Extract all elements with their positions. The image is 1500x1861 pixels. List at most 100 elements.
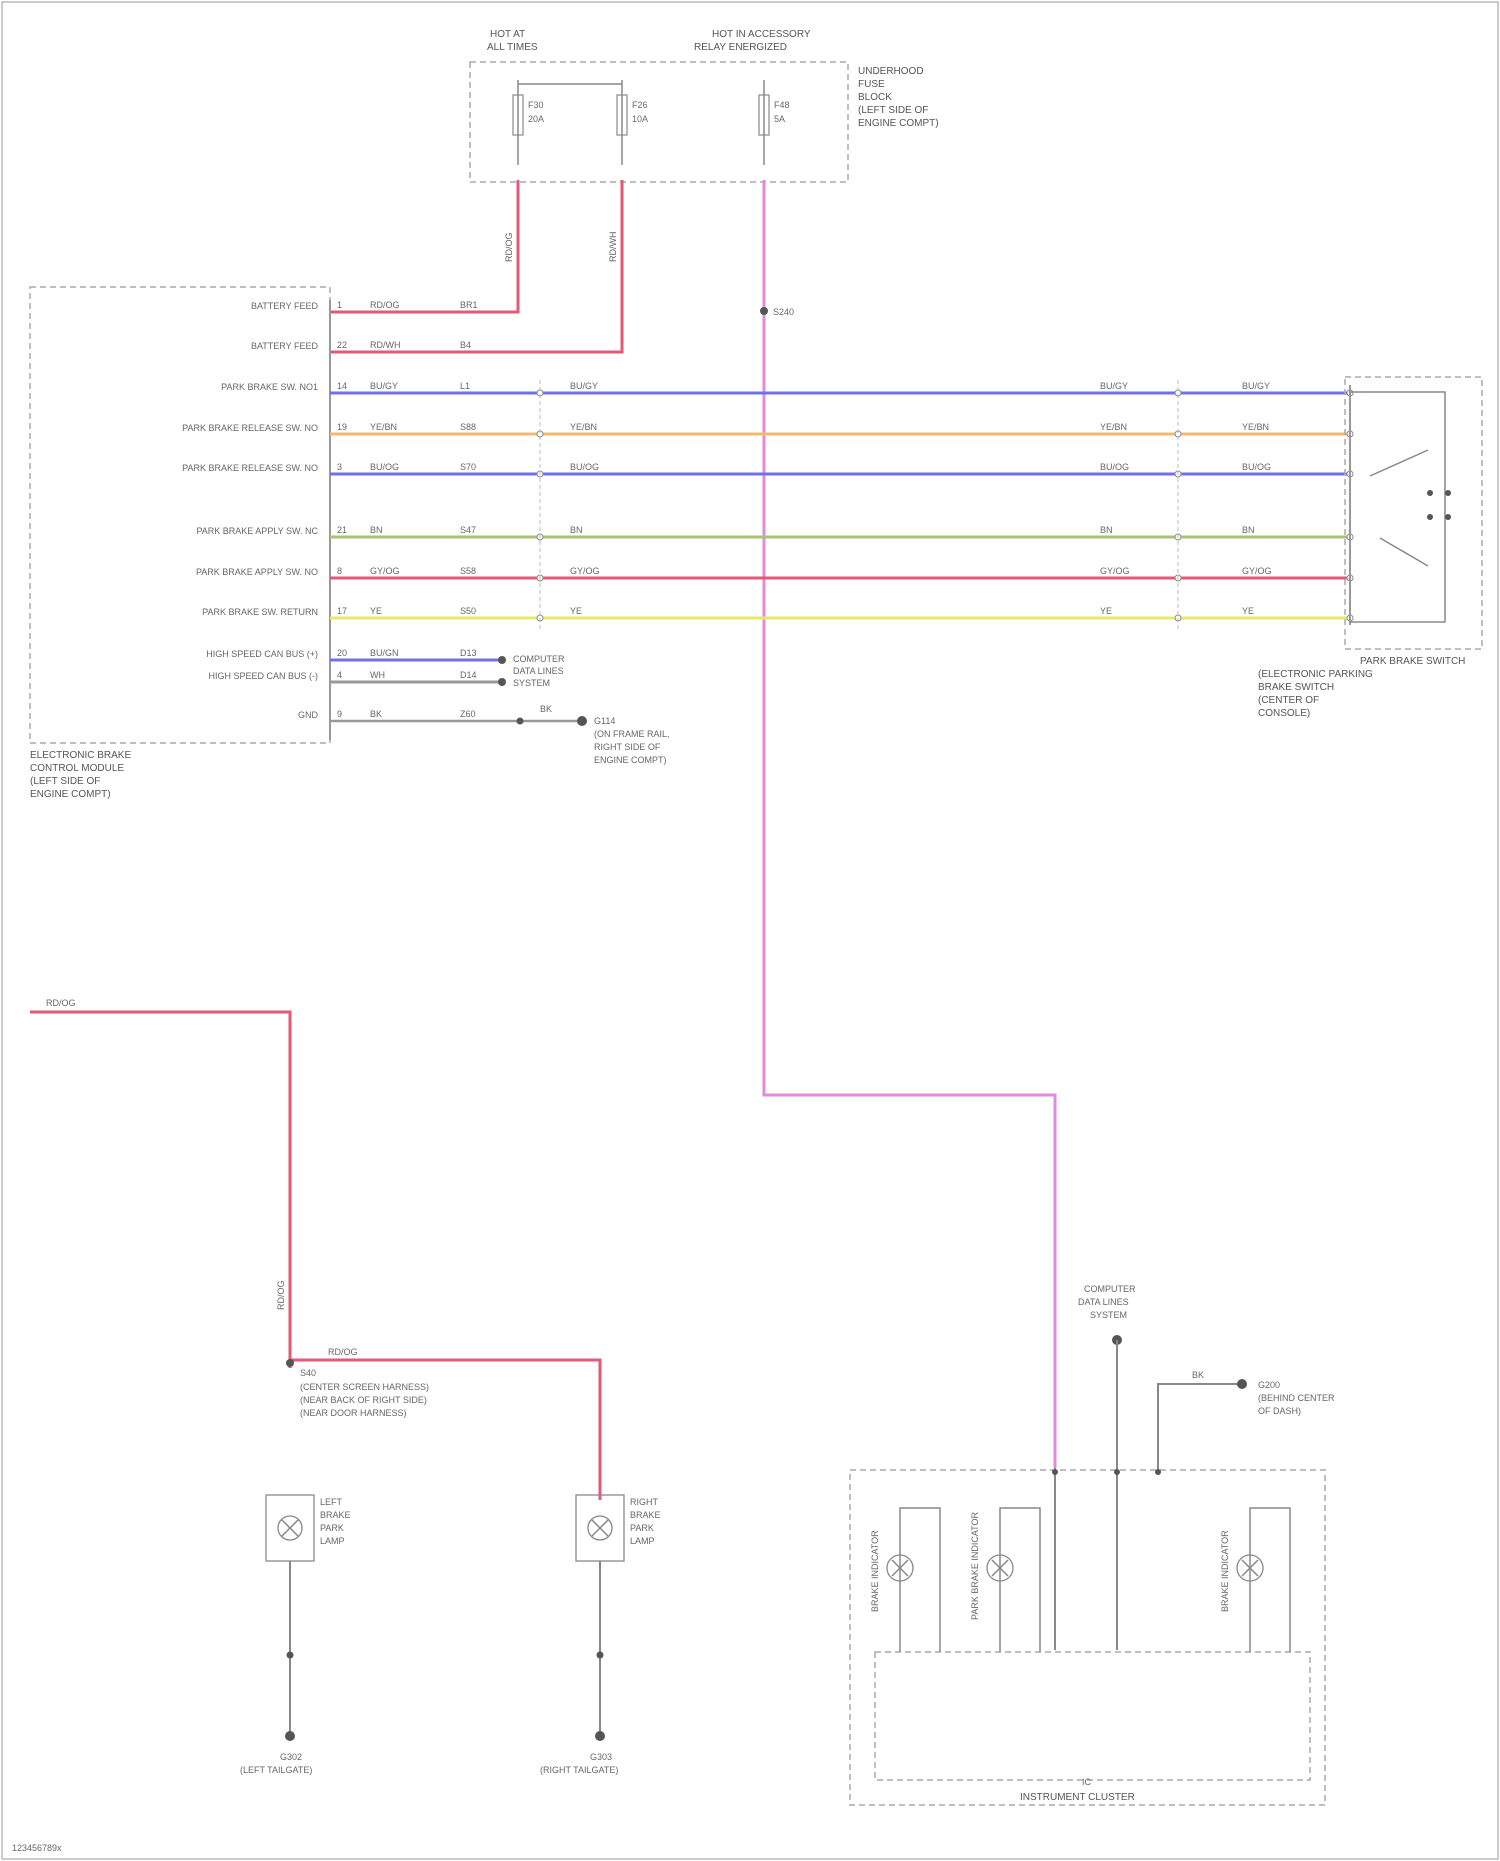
module-pin-label: PARK BRAKE APPLY SW. NO [196, 567, 318, 577]
harness-wire-label: BN [1100, 525, 1113, 535]
module-pin-wire: YE [370, 606, 382, 616]
harness-wire-label: BU/OG [570, 462, 599, 472]
module-pin-label: PARK BRAKE RELEASE SW. NO [182, 463, 318, 473]
svg-text:(RIGHT TAILGATE): (RIGHT TAILGATE) [540, 1765, 618, 1775]
wire-red-1-vlabel: RD/OG [504, 232, 514, 262]
svg-text:COMPUTER: COMPUTER [513, 654, 565, 664]
svg-text:G303: G303 [590, 1752, 612, 1762]
harness-wire-label: BU/OG [1242, 462, 1271, 472]
module-pin-wire: BU/GY [370, 381, 398, 391]
module-pin-label: BATTERY FEED [251, 341, 319, 351]
fuse-panel: HOT AT ALL TIMES HOT IN ACCESSORY RELAY … [470, 29, 939, 182]
cluster-ground-wire: BK [1192, 1370, 1204, 1380]
svg-text:BLOCK: BLOCK [858, 92, 892, 103]
cluster-box [850, 1470, 1325, 1805]
module-pin-wire: BN [370, 525, 383, 535]
harness-wire-label: GY/OG [1100, 566, 1130, 576]
brake-lamp-circuit: RD/OG RD/OG RD/OG S40 (CENTER SCREEN HAR… [30, 998, 661, 1775]
can-connector [498, 678, 506, 686]
can-note: COMPUTER DATA LINES SYSTEM [513, 654, 565, 688]
module-pin-wire: WH [370, 670, 385, 680]
splice-s40 [286, 1359, 294, 1367]
module-pin-number: 9 [337, 709, 342, 719]
wire-red-2-vlabel: RD/WH [608, 232, 618, 263]
wire-red-2 [330, 180, 622, 352]
module-pin-label: PARK BRAKE RELEASE SW. NO [182, 423, 318, 433]
harness-wire-label: YE/BN [1100, 422, 1127, 432]
module-pin-row: PARK BRAKE RELEASE SW. NO 19 YE/BN S88 YE/BN… [182, 422, 1353, 437]
module-pin-row: HIGH SPEED CAN BUS (-)4WHD14 [208, 670, 506, 686]
brake-indicator-bulb-2: BRAKE INDICATOR [1220, 1508, 1290, 1652]
svg-text:(NEAR BACK OF RIGHT SIDE): (NEAR BACK OF RIGHT SIDE) [300, 1395, 427, 1405]
module-pin-circuit: S88 [460, 422, 476, 432]
fuse-left-header-2: ALL TIMES [487, 42, 538, 53]
svg-text:DATA LINES: DATA LINES [1078, 1297, 1129, 1307]
module-ground-caption: G114 (ON FRAME RAIL, RIGHT SIDE OF ENGIN… [594, 716, 670, 765]
wire-lamp-feed [30, 1012, 290, 1368]
module-pin-label: PARK BRAKE SW. RETURN [202, 607, 318, 617]
module-pin-number: 20 [337, 648, 347, 658]
module-pin-circuit: Z60 [460, 709, 476, 719]
svg-text:CONSOLE): CONSOLE) [1258, 708, 1310, 719]
module-pin-label: BATTERY FEED [251, 301, 319, 311]
module-pin-circuit: D13 [460, 648, 477, 658]
fuse-1-rating: 20A [528, 114, 544, 124]
module-caption: ELECTRONIC BRAKE CONTROL MODULE (LEFT SI… [30, 750, 131, 800]
fuse-2-rating: 10A [632, 114, 648, 124]
svg-text:CONTROL MODULE: CONTROL MODULE [30, 763, 124, 774]
left-brake-lamp: LEFT BRAKE PARK LAMP G302 (LEFT TAILGATE… [240, 1495, 351, 1775]
brake-control-module: ELECTRONIC BRAKE CONTROL MODULE (LEFT SI… [30, 287, 1353, 800]
lamp-splice-note: (CENTER SCREEN HARNESS) (NEAR BACK OF RI… [300, 1382, 429, 1418]
cluster-caption: INSTRUMENT CLUSTER [1020, 1792, 1135, 1803]
module-pin-circuit: S50 [460, 606, 476, 616]
module-ground [577, 716, 587, 726]
module-pin-number: 3 [337, 462, 342, 472]
svg-text:(LEFT SIDE OF: (LEFT SIDE OF [858, 105, 928, 116]
harness-wire-label: BU/OG [1100, 462, 1129, 472]
svg-text:RIGHT: RIGHT [630, 1497, 659, 1507]
harness-wire-label: GY/OG [570, 566, 600, 576]
module-pin-label: HIGH SPEED CAN BUS (+) [206, 649, 318, 659]
fuse-f48: F48 5A [759, 80, 790, 165]
svg-text:(CENTER SCREEN HARNESS): (CENTER SCREEN HARNESS) [300, 1382, 429, 1392]
module-pin-wire: YE/BN [370, 422, 397, 432]
module-pin-wire: RD/OG [370, 300, 400, 310]
svg-text:(BEHIND CENTER: (BEHIND CENTER [1258, 1393, 1335, 1403]
harness-wire-label: BN [570, 525, 583, 535]
svg-text:SYSTEM: SYSTEM [1090, 1310, 1127, 1320]
module-pin-wire: RD/WH [370, 340, 401, 350]
module-pin-number: 14 [337, 381, 347, 391]
harness-wire-label: YE [1242, 606, 1254, 616]
svg-text:PARK: PARK [630, 1523, 654, 1533]
fuse-3-rating: 5A [774, 114, 785, 124]
module-ground-wire: BK [540, 704, 552, 714]
svg-text:OF DASH): OF DASH) [1258, 1406, 1301, 1416]
module-pin-label: PARK BRAKE APPLY SW. NC [196, 526, 318, 536]
harness-wire-label: BN [1242, 525, 1255, 535]
svg-text:PARK BRAKE INDICATOR: PARK BRAKE INDICATOR [970, 1511, 980, 1620]
park-brake-switch: PARK BRAKE SWITCH (ELECTRONIC PARKING BR… [1258, 377, 1482, 719]
harness-wire-label: BU/GY [1242, 381, 1270, 391]
harness-wire-label: YE [1100, 606, 1112, 616]
svg-text:(LEFT TAILGATE): (LEFT TAILGATE) [240, 1765, 312, 1775]
module-pin-number: 21 [337, 525, 347, 535]
module-pin-label: GND [298, 710, 319, 720]
battery-feed-wires: S240 RD/OG RD/WH [330, 180, 1055, 1468]
module-pin-number: 19 [337, 422, 347, 432]
fuse-f30: F30 20A [513, 80, 544, 165]
svg-text:SYSTEM: SYSTEM [513, 678, 550, 688]
svg-text:LAMP: LAMP [630, 1536, 655, 1546]
svg-text:DATA LINES: DATA LINES [513, 666, 564, 676]
cluster-inner-label: IC [1082, 1777, 1092, 1787]
svg-text:G114: G114 [594, 716, 615, 726]
svg-text:BRAKE INDICATOR: BRAKE INDICATOR [870, 1530, 880, 1612]
module-pin-number: 8 [337, 566, 342, 576]
